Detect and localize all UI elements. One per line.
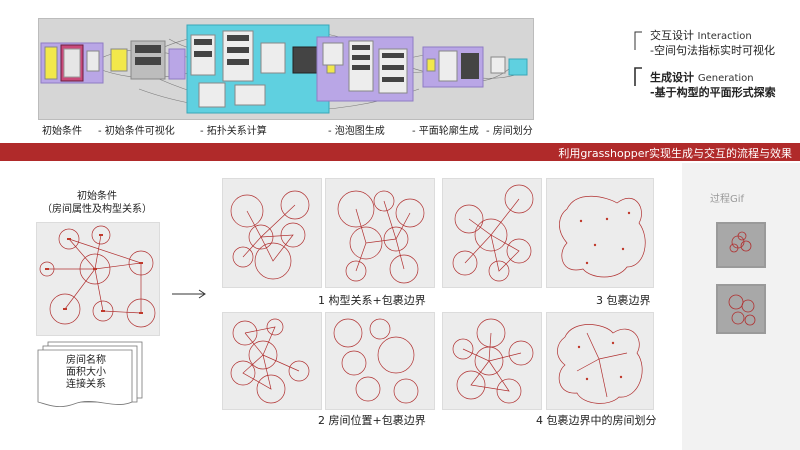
grasshopper-definition-graphic xyxy=(40,24,528,114)
stage-label-initial-conditions: 初始条件 xyxy=(42,126,82,137)
stage-label-bubble: - 泡泡图生成 xyxy=(328,126,385,137)
result-panel-4a xyxy=(442,312,542,410)
attribute-connections: 连接关系 xyxy=(66,379,106,390)
gif-label: 过程Gif xyxy=(710,194,745,205)
initial-title-line2: （房间属性及构型关系） xyxy=(42,204,152,215)
process-gif-2 xyxy=(716,284,766,334)
result-panel-1a xyxy=(222,178,322,288)
section-banner xyxy=(0,143,800,161)
initial-bubble-diagram xyxy=(39,225,156,328)
caption-4: 4 包裹边界中的房间划分 xyxy=(536,414,657,427)
stage-label-visualization: - 初始条件可视化 xyxy=(98,126,175,137)
caption-1: 1 构型关系+包裹边界 xyxy=(318,294,426,307)
attribute-area: 面积大小 xyxy=(66,367,106,378)
result-panel-1b xyxy=(325,178,435,288)
banner-text: 利用grasshopper实现生成与交互的流程与效果 xyxy=(558,147,792,160)
grasshopper-canvas xyxy=(38,18,534,120)
caption-3: 3 包裹边界 xyxy=(596,294,651,307)
stage-label-rooms: - 房间划分 xyxy=(486,126,533,137)
bracket-lines xyxy=(634,31,642,86)
flow-arrow-icon xyxy=(172,289,206,299)
result-panel-4b xyxy=(546,312,654,410)
stage-label-topology: - 拓扑关系计算 xyxy=(200,126,267,137)
result-panel-2b xyxy=(325,312,435,410)
document-stack-icon xyxy=(37,341,143,407)
caption-2: 2 房间位置+包裹边界 xyxy=(318,414,426,427)
result-panel-3a xyxy=(442,178,542,288)
initial-title-line1: 初始条件 xyxy=(77,191,117,202)
result-panel-3b xyxy=(546,178,654,288)
initial-conditions-title: 初始条件 （房间属性及构型关系） xyxy=(36,190,158,216)
room-attributes-list: 房间名称 面积大小 连接关系 xyxy=(66,355,106,391)
generation-subtitle: -基于构型的平面形式探索 xyxy=(650,86,776,99)
stage-label-outline: - 平面轮廓生成 xyxy=(412,126,479,137)
interaction-subtitle: -空间句法指标实时可视化 xyxy=(650,44,775,57)
generation-title: 生成设计 Generation xyxy=(650,71,754,84)
initial-diagram-panel xyxy=(36,222,160,336)
attribute-room-name: 房间名称 xyxy=(66,355,106,366)
result-panel-2a xyxy=(222,312,322,410)
interaction-title: 交互设计 Interaction xyxy=(650,29,752,42)
process-gif-1 xyxy=(716,222,766,268)
